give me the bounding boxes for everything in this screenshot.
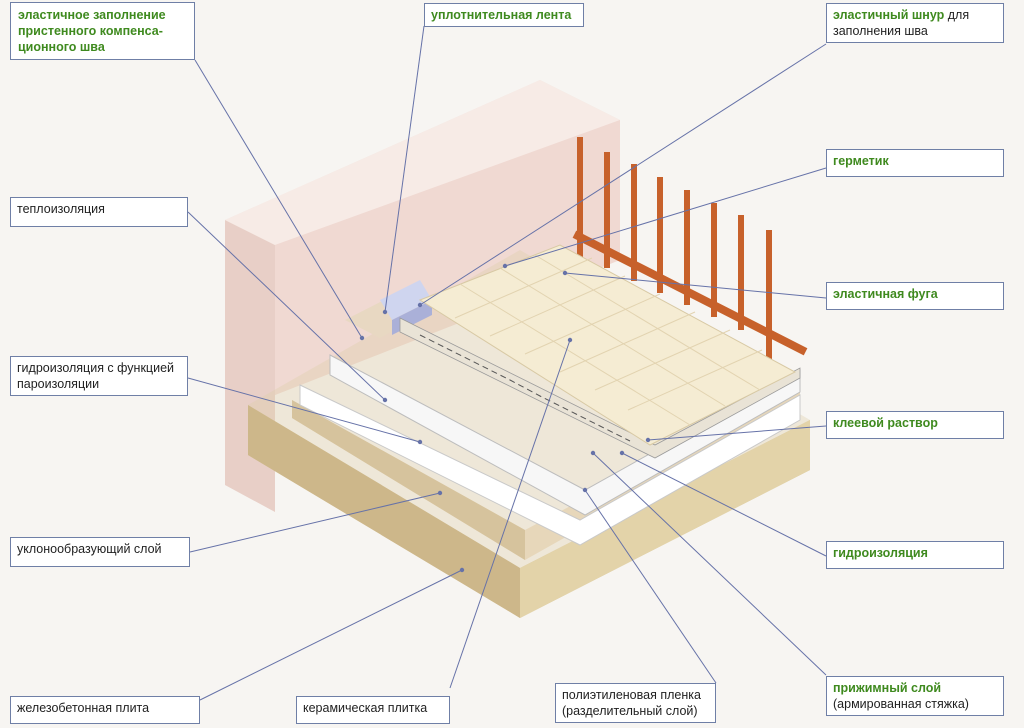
label-vapor-waterproofing-text: гидроизоляция с функцией	[17, 361, 175, 375]
label-concrete-slab: железобетонная плита	[10, 696, 200, 724]
tile-surface	[418, 244, 797, 446]
screed-layer	[399, 317, 801, 459]
label-elastic-cord-rest: для	[944, 8, 970, 22]
label-pressure-layer-bold: прижимный слой	[833, 681, 942, 695]
label-pressure-layer: прижимный слой (армированная стяжка)	[826, 676, 1004, 716]
label-elastic-fill: эластичное заполнение пристенного компен…	[10, 2, 195, 60]
label-polyethylene-film-text: полиэтиленовая пленка	[562, 688, 701, 702]
label-elastic-cord: эластичный шнур для заполнения шва	[826, 3, 1004, 43]
label-concrete-slab-text: железобетонная плита	[17, 701, 150, 715]
label-sealing-tape: уплотнительная лента	[424, 3, 584, 27]
label-adhesive-mortar-text: клеевой раствор	[833, 416, 938, 430]
railing	[572, 137, 808, 365]
label-ceramic-tile: керамическая плитка	[296, 696, 450, 724]
label-waterproofing-text: гидроизоляция	[833, 546, 928, 560]
label-vapor-waterproofing: гидроизоляция с функцией пароизоляции	[10, 356, 188, 396]
label-slope-layer: уклонообразующий слой	[10, 537, 190, 567]
label-sealant-text: герметик	[833, 154, 889, 168]
leader-lines	[187, 25, 827, 701]
label-vapor-waterproofing-line2: пароизоляции	[17, 377, 100, 391]
label-elastic-joint: эластичная фуга	[826, 282, 1004, 310]
label-polyethylene-film: полиэтиленовая пленка (разделительный сл…	[555, 683, 716, 723]
label-elastic-cord-bold: эластичный шнур	[833, 8, 945, 22]
label-sealant: герметик	[826, 149, 1004, 177]
label-adhesive-mortar: клеевой раствор	[826, 411, 1004, 439]
label-thermal-insulation-text: теплоизоляция	[17, 202, 105, 216]
label-elastic-joint-text: эластичная фуга	[833, 287, 938, 301]
label-elastic-fill-text: эластичное заполнение пристенного компен…	[18, 8, 166, 54]
label-ceramic-tile-text: керамическая плитка	[303, 701, 428, 715]
label-slope-layer-text: уклонообразующий слой	[17, 542, 162, 556]
callout-dots	[359, 263, 651, 573]
label-polyethylene-film-line2: (разделительный слой)	[562, 704, 698, 718]
label-pressure-layer-line2: (армированная стяжка)	[833, 697, 969, 711]
label-waterproofing: гидроизоляция	[826, 541, 1004, 569]
label-thermal-insulation: теплоизоляция	[10, 197, 188, 227]
label-sealing-tape-text: уплотнительная лента	[431, 8, 572, 22]
label-elastic-cord-line2: заполнения шва	[833, 24, 928, 38]
